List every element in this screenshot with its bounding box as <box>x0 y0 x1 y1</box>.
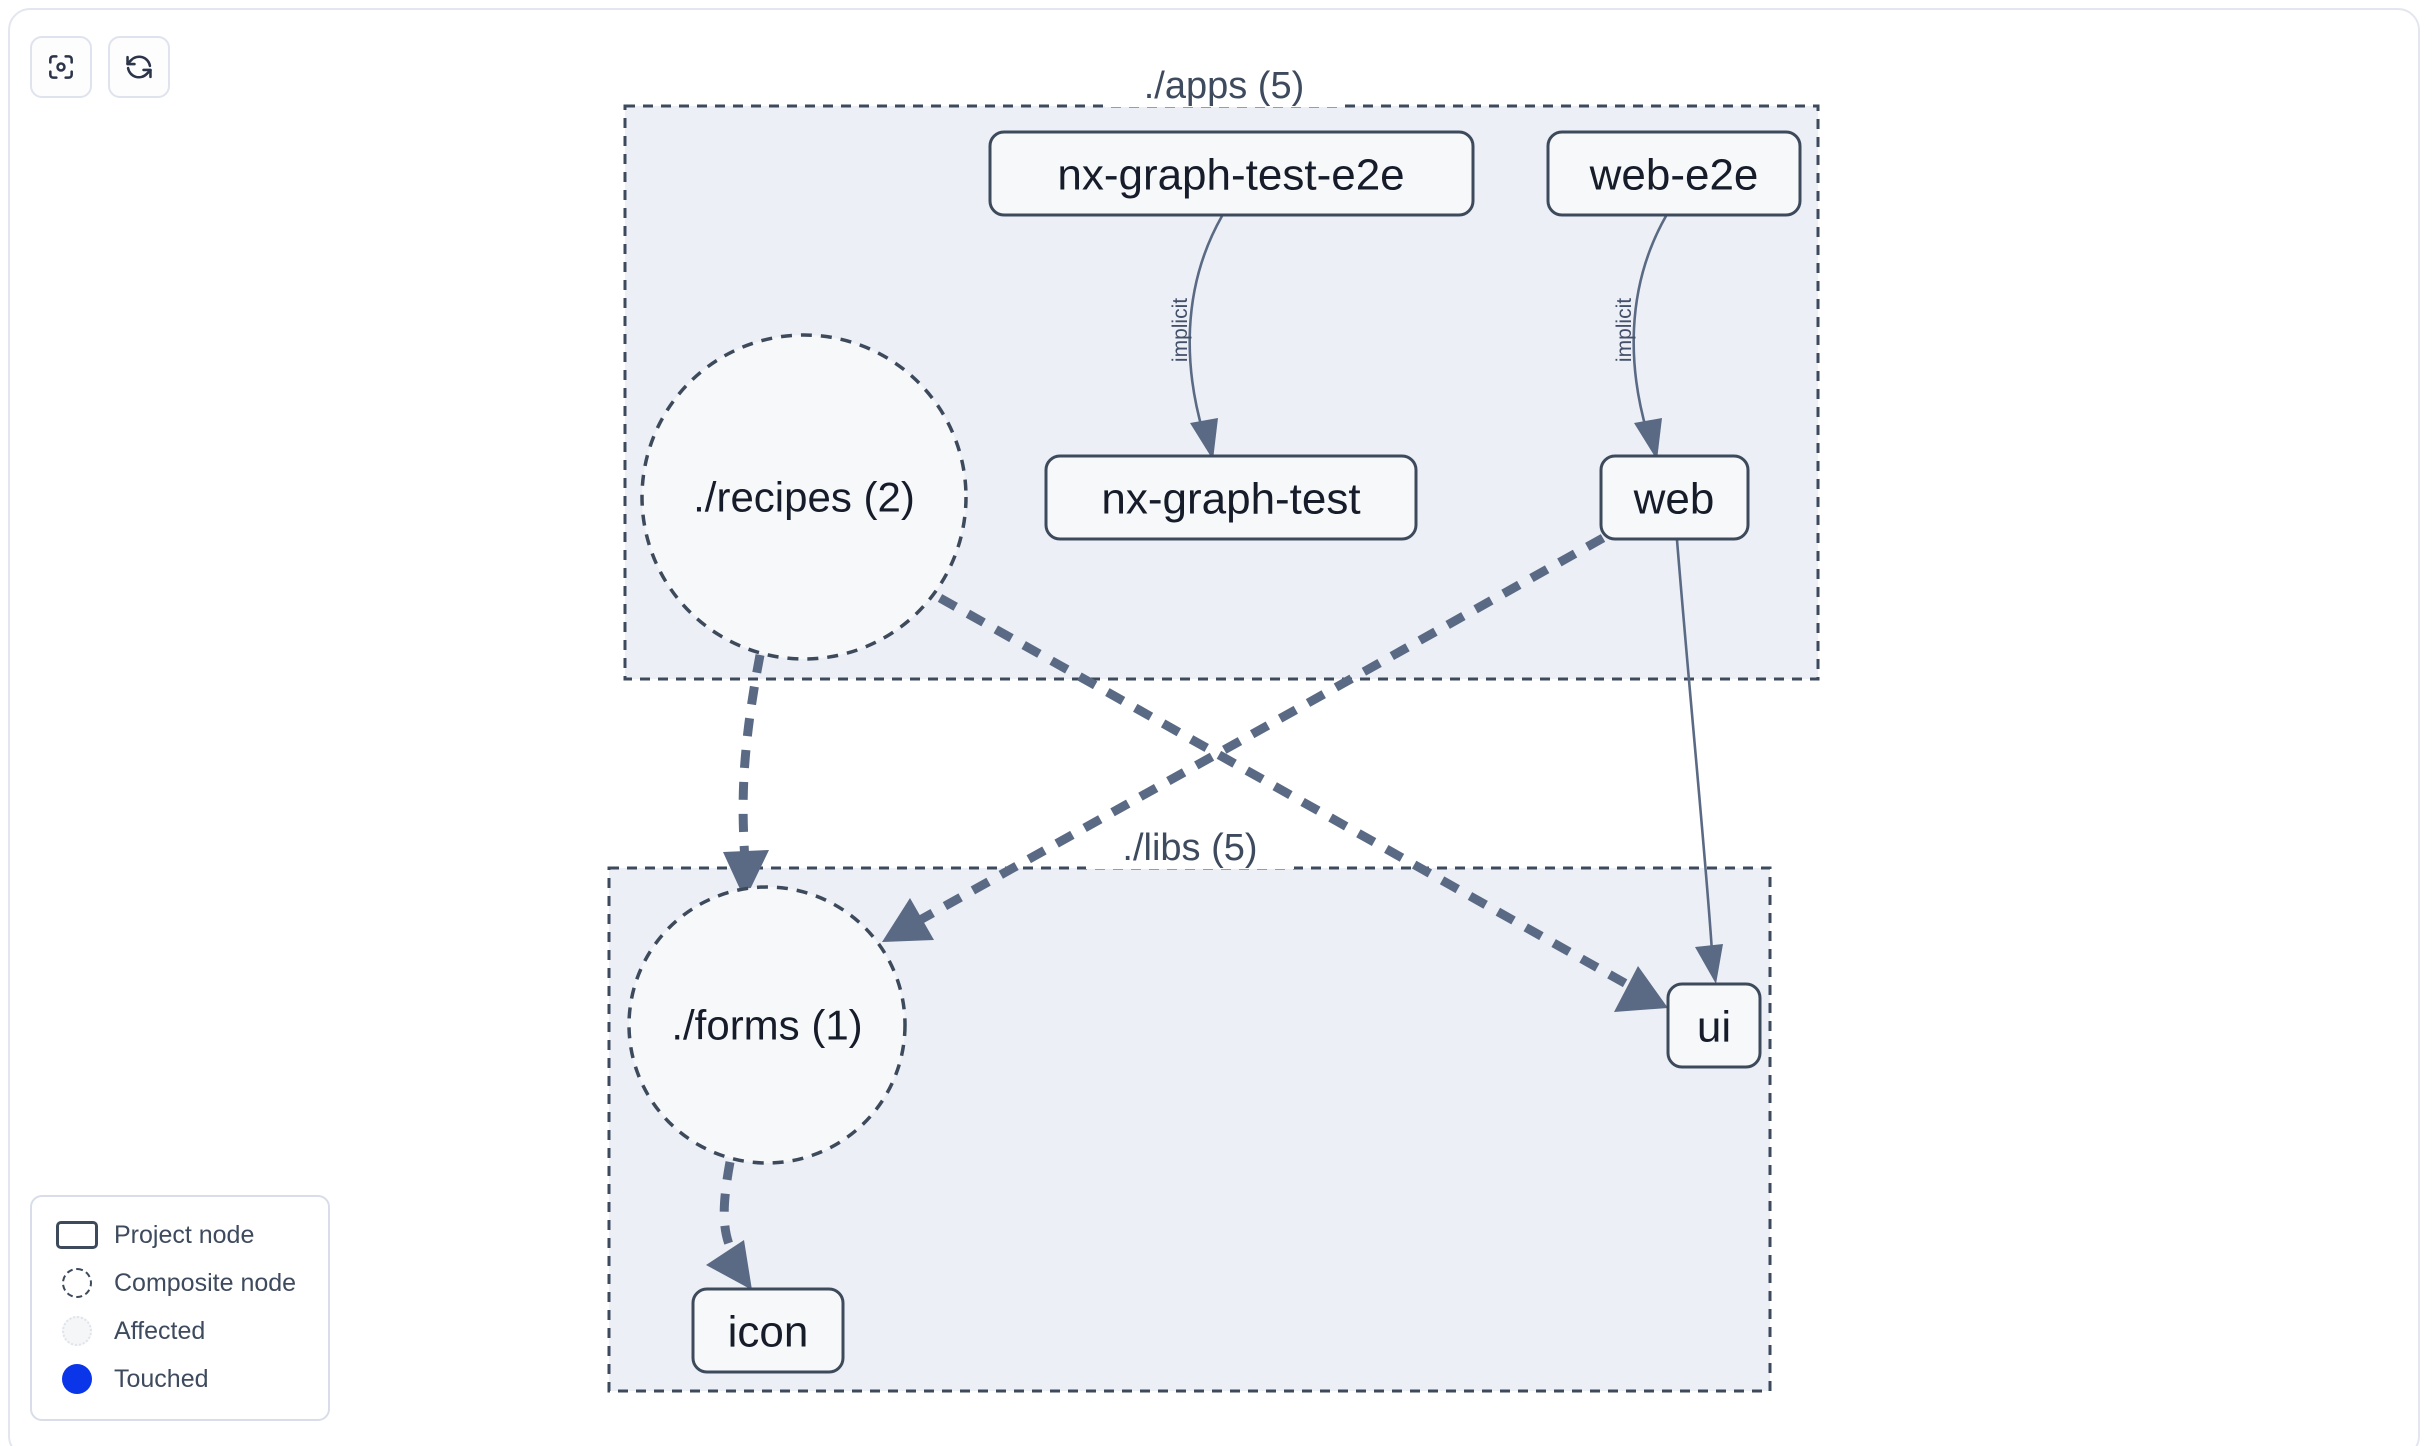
group-apps-label: ./apps (5) <box>1144 65 1305 107</box>
edge-web-to-ui-arrowhead <box>1695 944 1723 984</box>
node-forms-composite[interactable]: ./forms (1) <box>627 885 907 1165</box>
edge-web-to-ui-line <box>1675 539 1714 953</box>
edge-recipes-to-forms-line <box>738 654 765 863</box>
node-recipes-label: ./recipes (2) <box>693 474 915 521</box>
node-forms-label: ./forms (1) <box>671 1002 862 1049</box>
edge-nx-graph-test-e2e-to-nx-graph-test-line <box>1188 215 1224 433</box>
node-ui-label: ui <box>1697 1003 1731 1052</box>
node-ui-rect[interactable] <box>1666 982 1762 1069</box>
focus-graph-button[interactable] <box>30 36 92 98</box>
node-icon[interactable]: icon <box>691 1287 845 1374</box>
edge-label-implicit-2: implicit <box>1613 298 1636 362</box>
edge-nx-graph-test-e2e-to-nx-graph-test-arrowhead <box>1190 418 1218 460</box>
node-web-e2e[interactable]: web-e2e <box>1546 130 1802 217</box>
legend-label-touched: Touched <box>114 1364 209 1393</box>
edge-web-to-ui[interactable] <box>1675 539 1723 984</box>
edge-web-to-forms-arrowhead <box>882 898 934 942</box>
edge-recipes-to-forms-arrowhead <box>723 850 769 900</box>
node-nx-graph-test-label: nx-graph-test <box>1101 475 1360 524</box>
edge-nx-graph-test-e2e-to-nx-graph-test[interactable]: implicit <box>1169 215 1224 460</box>
edge-forms-to-icon-arrowhead <box>706 1240 752 1290</box>
node-nx-graph-test-e2e[interactable]: nx-graph-test-e2e <box>988 130 1475 217</box>
edge-web-e2e-to-web-arrowhead <box>1634 418 1662 460</box>
affected-swatch <box>50 1316 104 1346</box>
edge-recipes-to-ui-arrowhead <box>1614 966 1668 1012</box>
edge-web-to-forms-line <box>917 534 1606 924</box>
edge-web-to-forms[interactable] <box>882 534 1606 942</box>
graph-legend: Project node Composite node Affected Tou… <box>30 1195 330 1421</box>
node-web-e2e-rect[interactable] <box>1546 130 1802 217</box>
node-nx-graph-test-rect[interactable] <box>1044 454 1418 541</box>
node-web-rect[interactable] <box>1599 454 1750 541</box>
edge-recipes-to-ui[interactable] <box>937 594 1668 1012</box>
node-recipes-circle[interactable] <box>640 333 968 661</box>
composite-node-swatch <box>50 1268 104 1298</box>
edge-recipes-to-forms[interactable] <box>723 654 769 900</box>
node-icon-label: icon <box>728 1308 809 1357</box>
edge-label-implicit-1: implicit <box>1169 298 1192 362</box>
node-forms-circle[interactable] <box>627 885 907 1165</box>
group-libs-label-bg <box>1086 825 1294 869</box>
node-nx-graph-test-e2e-label: nx-graph-test-e2e <box>1057 151 1404 200</box>
focus-target-icon <box>45 51 77 83</box>
edge-forms-to-icon[interactable] <box>706 1161 752 1290</box>
legend-label-composite-node: Composite node <box>114 1268 297 1297</box>
graph-toolbar <box>30 36 170 98</box>
group-apps-label-bg <box>1105 63 1345 107</box>
group-libs-label: ./libs (5) <box>1122 827 1257 869</box>
node-nx-graph-test[interactable]: nx-graph-test <box>1044 454 1418 541</box>
node-icon-rect[interactable] <box>691 1287 845 1374</box>
node-nx-graph-test-e2e-rect[interactable] <box>988 130 1475 217</box>
edge-recipes-to-ui-line <box>937 594 1633 990</box>
node-recipes-composite[interactable]: ./recipes (2) <box>640 333 968 661</box>
legend-item-touched: Touched <box>50 1355 310 1403</box>
legend-label-affected: Affected <box>114 1316 206 1345</box>
node-ui[interactable]: ui <box>1666 982 1762 1069</box>
legend-item-project-node: Project node <box>50 1211 310 1259</box>
legend-item-affected: Affected <box>50 1307 310 1355</box>
touched-swatch <box>50 1364 104 1394</box>
node-web[interactable]: web <box>1599 454 1750 541</box>
project-node-swatch <box>50 1221 104 1249</box>
refresh-icon <box>123 51 155 83</box>
edge-web-e2e-to-web-line <box>1632 215 1668 433</box>
edge-web-e2e-to-web[interactable]: implicit <box>1613 215 1668 460</box>
edge-forms-to-icon-line <box>719 1161 739 1259</box>
node-web-label: web <box>1633 475 1715 524</box>
legend-label-project-node: Project node <box>114 1220 255 1249</box>
refresh-graph-button[interactable] <box>108 36 170 98</box>
legend-item-composite-node: Composite node <box>50 1259 310 1307</box>
node-web-e2e-label: web-e2e <box>1589 151 1759 200</box>
